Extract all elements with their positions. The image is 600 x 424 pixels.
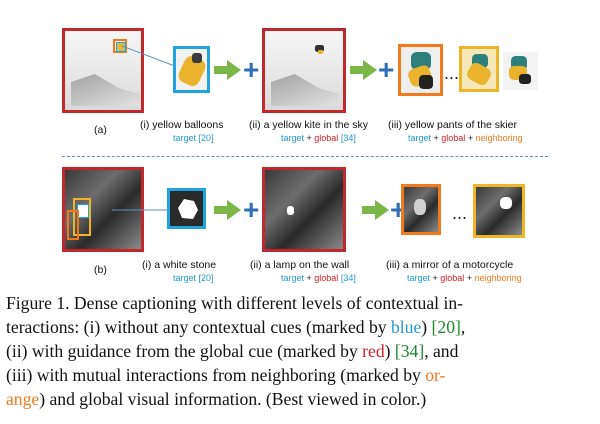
arrow-b2-shaft [362, 206, 376, 214]
caption-line: ange) and global visual information. (Be… [6, 387, 594, 411]
caption-text: , [460, 317, 466, 337]
cue-plus: + [304, 133, 315, 143]
cue-citation: [34] [338, 273, 356, 283]
skier-dark [519, 74, 531, 84]
cue-target: target [407, 273, 431, 283]
cue-target: target [408, 133, 432, 143]
row-divider [62, 156, 548, 157]
cue-plus: + [304, 273, 315, 283]
row-a-item-1-cue: target [20] [173, 133, 214, 143]
right-arrow-icon [227, 200, 241, 220]
caption-line: teractions: (i) without any contextual c… [6, 315, 594, 339]
cue-target: target [20] [173, 273, 214, 283]
citation-link[interactable]: [20] [431, 317, 461, 337]
neighbor-region-box [67, 210, 79, 240]
row-a-target-crop [173, 46, 210, 93]
caption-blue-word: blue [390, 317, 422, 337]
row-b-neighbor-crop-2 [473, 184, 525, 238]
caption-text: , and [424, 341, 459, 361]
ellipsis: ... [452, 203, 468, 223]
caption-text: Figure 1. Dense captioning with differen… [6, 293, 463, 313]
snow-hill-shape [271, 74, 339, 106]
caption-text: ) and global visual information. (Best v… [39, 389, 427, 409]
cue-global: global [314, 273, 339, 283]
dark-shape [192, 53, 202, 63]
caption-line: (ii) with guidance from the global cue (… [6, 339, 594, 363]
row-b-global-image-2 [262, 167, 346, 252]
cue-global: global [441, 133, 466, 143]
row-b-item-3-text: (iii) a mirror of a motorcycle [386, 259, 514, 271]
white-stone-shape [178, 199, 198, 219]
caption-orange-word: ange [6, 389, 40, 409]
cue-citation: [34] [338, 133, 356, 143]
plus-icon: + [378, 54, 395, 85]
cue-neighboring: neighboring [475, 133, 523, 143]
row-b-item-2-text: (ii) a lamp on the wall [250, 259, 350, 271]
caption-red-word: red [362, 341, 385, 361]
connector-line-a [121, 45, 181, 69]
citation-link[interactable]: [34] [394, 341, 425, 361]
cue-target: target [281, 133, 305, 143]
caption-text: ) [384, 341, 395, 361]
caption-line: Figure 1. Dense captioning with differen… [6, 291, 594, 315]
row-a-item-2-cue: target + global [34] [281, 133, 356, 143]
cue-plus: + [431, 133, 442, 143]
cue-plus: + [430, 273, 441, 283]
row-a-global-image-2 [262, 28, 346, 113]
row-b-target-crop [167, 188, 206, 229]
arrow-a2-shaft [350, 66, 364, 74]
row-a-neighbor-crop-3 [503, 52, 538, 90]
white-stone-shape [500, 197, 512, 209]
row-a-item-2-text: (ii) a yellow kite in the sky [249, 119, 369, 131]
target-region-box [73, 198, 91, 236]
row-a-label: (a) [94, 124, 107, 136]
caption-orange-word: or- [425, 365, 446, 385]
caption-text: (iii) with mutual interactions from neig… [6, 365, 426, 385]
cue-target: target [20] [173, 133, 214, 143]
arrow-a1-shaft [214, 66, 228, 74]
row-b-item-1-text: (i) a white stone [142, 259, 217, 271]
right-arrow-icon [375, 200, 389, 220]
cue-target: target [281, 273, 305, 283]
cue-plus: + [464, 273, 475, 283]
row-b-label: (b) [94, 264, 107, 276]
caption-text: (ii) with guidance from the global cue (… [6, 341, 363, 361]
row-b-item-2-cue: target + global [34] [281, 273, 356, 283]
row-a-item-3-cue: target + global + neighboring [408, 133, 523, 143]
right-arrow-icon [363, 60, 377, 80]
figure-caption: Figure 1. Dense captioning with differen… [6, 291, 594, 411]
cue-neighboring: neighboring [474, 273, 522, 283]
lamp-white-dot [287, 206, 294, 215]
row-b-item-1-cue: target [20] [173, 273, 214, 283]
connector-line-b [112, 209, 170, 211]
plus-icon: + [243, 54, 260, 85]
row-a-neighbor-crop-2 [459, 46, 499, 92]
skier-yellow [318, 50, 323, 54]
arrow-b1-shaft [214, 206, 228, 214]
skier-silhouette [315, 45, 324, 52]
mirror-shape [414, 199, 426, 215]
skier-dark [419, 75, 433, 89]
plus-icon: + [243, 194, 260, 225]
ellipsis: ... [444, 63, 460, 83]
caption-line: (iii) with mutual interactions from neig… [6, 363, 594, 387]
caption-text: ) [421, 317, 432, 337]
right-arrow-icon [227, 60, 241, 80]
caption-text: teractions: (i) without any contextual c… [6, 317, 391, 337]
skier-pants [464, 60, 494, 88]
cue-plus: + [465, 133, 476, 143]
cue-global: global [440, 273, 465, 283]
row-a-global-image [62, 28, 144, 113]
row-b-item-3-cue: target + global + neighboring [407, 273, 522, 283]
row-a-neighbor-crop-1 [398, 44, 443, 96]
row-a-item-3-text: (iii) yellow pants of the skier [388, 119, 517, 131]
row-b-neighbor-crop-1 [401, 184, 441, 235]
row-a-item-1-text: (i) yellow balloons [140, 119, 224, 131]
cue-global: global [314, 133, 339, 143]
